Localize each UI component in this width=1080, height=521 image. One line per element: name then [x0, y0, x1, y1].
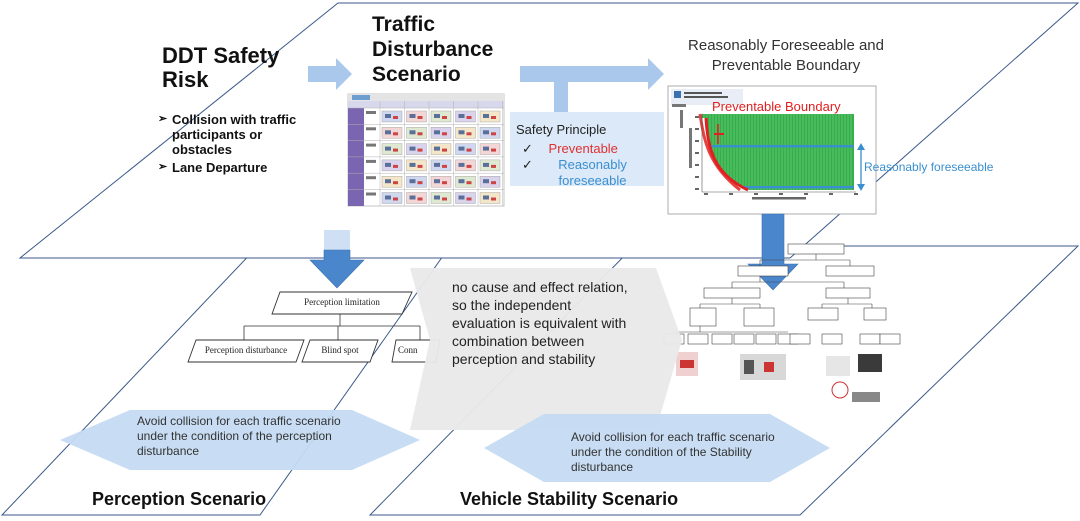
stability-title: Vehicle Stability Scenario	[460, 489, 679, 509]
plot-blue-line-bottom	[702, 186, 854, 189]
foreseeable-bracket	[857, 143, 865, 191]
scenario-title: Traffic Disturbance Scenario	[372, 13, 494, 86]
perception-plane	[0, 245, 451, 516]
plot-boundary-label: Preventable Boundary	[712, 99, 841, 114]
scenario-table-thumbnail	[347, 93, 505, 207]
principle-connector	[554, 82, 568, 112]
check-icon: ✓	[522, 157, 533, 172]
down-arrow-perception	[309, 249, 365, 289]
tree-child-label: Perception disturbance	[204, 345, 288, 355]
arrowhead-bullet-icon: ➢	[158, 161, 168, 173]
tree-child-label: Conn	[398, 345, 418, 355]
center-note: no cause and effect relation, so the ind…	[452, 279, 628, 367]
stability-note: Avoid collision for each traffic scenari…	[571, 430, 775, 474]
check-icon: ✓	[522, 141, 533, 156]
foreseeable-label: Reasonably foreseeable	[864, 160, 994, 174]
down-arrow-tail	[324, 230, 350, 252]
risk-to-scenario-arrow	[308, 58, 352, 90]
risk-item: ➢Lane Departure	[158, 160, 268, 175]
tree-child-label: Blind spot	[321, 345, 359, 355]
perception-note-shape	[60, 410, 420, 470]
principle-item-preventable: ✓ Preventable	[522, 141, 618, 156]
risk-item: ➢Collision with traffic participants or …	[158, 112, 297, 157]
center-note-shape	[410, 268, 682, 430]
arrowhead-bullet-icon: ➢	[158, 113, 168, 125]
plot-red-fill	[702, 118, 748, 190]
boundary-title: Reasonably Foreseeable and Preventable B…	[688, 37, 884, 74]
safety-principle-title: Safety Principle	[516, 122, 607, 137]
tree-root-label: Perception limitation	[304, 297, 380, 307]
perception-tree	[187, 291, 441, 363]
plot-blue-line-top	[702, 145, 854, 148]
stability-note-shape	[484, 414, 830, 482]
safety-principle-box	[510, 112, 664, 186]
risk-list: ➢Collision with traffic participants or …	[158, 112, 318, 178]
principle-item-foreseeable: ✓ Reasonably foreseeable	[522, 157, 627, 188]
perception-title: Perception Scenario	[92, 489, 267, 509]
perception-note: Avoid collision for each traffic scenari…	[137, 414, 341, 458]
boundary-plot	[667, 85, 877, 215]
risk-title: DDT Safety Risk	[162, 43, 280, 92]
